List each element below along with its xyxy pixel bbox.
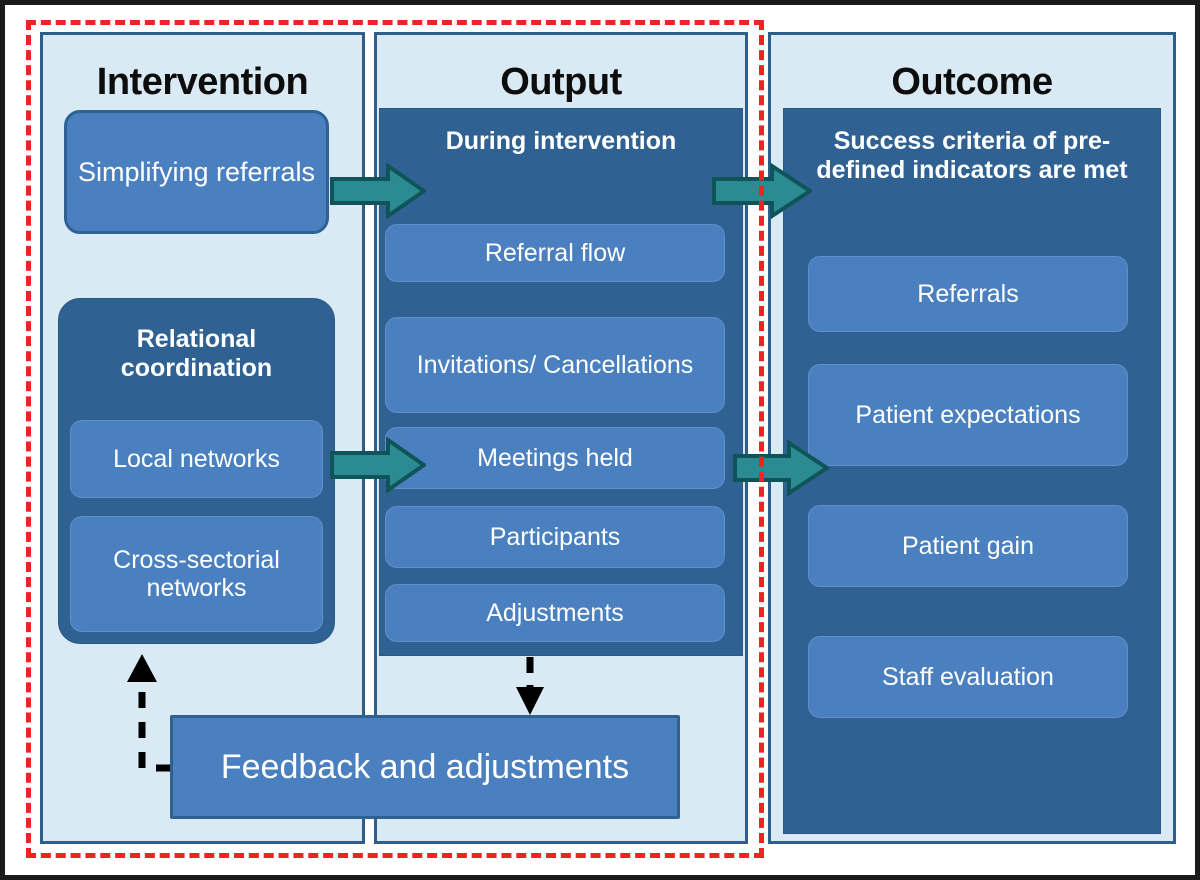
arrow-feedback-to-relational [127,654,172,772]
node-patient-gain[interactable]: Patient gain [808,505,1128,587]
arrow-intervention-to-output-top [330,163,426,219]
panel-title-relational-coordination: Relational coordination [120,325,273,382]
column-title-intervention: Intervention [96,61,309,103]
column-title-outcome: Outcome [891,61,1053,103]
panel-title-success-criteria: Success criteria of pre-defined indicato… [816,127,1128,184]
node-local-networks[interactable]: Local networks [70,420,323,498]
arrow-output-to-outcome-top [712,163,812,219]
node-adjustments[interactable]: Adjustments [385,584,725,642]
arrow-output-to-outcome-mid [733,440,829,496]
node-simplifying-referrals[interactable]: Simplifying referrals [64,110,329,234]
node-referral-flow[interactable]: Referral flow [385,224,725,282]
node-staff-evaluation[interactable]: Staff evaluation [808,636,1128,718]
panel-success-criteria: Success criteria of pre-defined indicato… [783,108,1161,834]
node-invitations-cancellations[interactable]: Invitations/ Cancellations [385,317,725,413]
node-patient-expectations[interactable]: Patient expectations [808,364,1128,466]
node-referrals[interactable]: Referrals [808,256,1128,332]
node-invitations-cancellations-label: Invitations/ Cancellations [416,350,694,379]
arrow-intervention-to-output-mid [330,437,426,493]
node-feedback-and-adjustments[interactable]: Feedback and adjustments [170,715,680,819]
node-cross-sectorial-networks[interactable]: Cross-sectorial networks [70,516,323,632]
panel-title-during-intervention: During intervention [445,127,677,155]
node-participants[interactable]: Participants [385,506,725,568]
node-meetings-held[interactable]: Meetings held [385,427,725,489]
node-patient-expectations-label: Patient expectations [855,400,1081,429]
column-title-output: Output [500,61,622,103]
arrow-output-to-feedback [516,657,544,715]
